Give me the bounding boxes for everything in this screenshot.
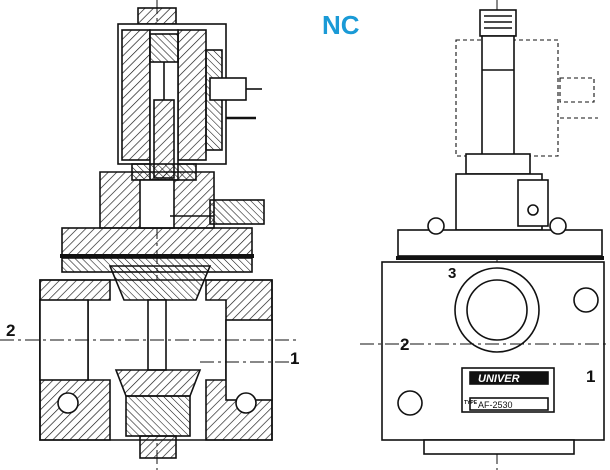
port-label-2-left: 2: [6, 321, 15, 340]
nameplate-model: AF-2530: [478, 400, 513, 410]
exterior-view: [360, 0, 610, 470]
diagram-title: NC: [322, 10, 360, 40]
port-label-1-left: 1: [290, 349, 299, 368]
mount-hole-left-exterior: [397, 390, 423, 416]
sectional-view: [0, 0, 300, 470]
port-label-2-right: 2: [400, 335, 409, 354]
flange-exterior: [397, 229, 603, 257]
lower-seat: [114, 369, 202, 397]
mount-hole-right-exterior: [573, 287, 599, 313]
armature-tube-exterior: [481, 35, 515, 167]
coil-winding-right: [177, 29, 207, 161]
drain-plug: [139, 435, 177, 459]
flange-screw-right: [549, 217, 567, 235]
manual-override: [517, 179, 549, 227]
plug-nut: [149, 33, 179, 63]
mounting-hole-right: [235, 392, 257, 414]
piston: [108, 265, 212, 301]
flange-screw-left: [427, 217, 445, 235]
port-label-1-right: 1: [586, 367, 595, 386]
model-box: [469, 397, 549, 411]
bottom-cap: [125, 395, 191, 437]
bottom-base: [423, 439, 575, 455]
stem: [147, 299, 167, 371]
upper-flange: [61, 227, 253, 257]
mounting-hole-left: [57, 392, 79, 414]
nameplate-brand: UNIVER: [478, 373, 520, 385]
port-label-3: 3: [448, 265, 456, 282]
coil-winding-left: [121, 29, 151, 161]
pilot-chamber: [139, 179, 175, 229]
electrical-connector: [209, 77, 247, 101]
top-nut: [479, 9, 517, 37]
port-1-bore: [225, 319, 273, 401]
connector-phantom: [559, 77, 595, 103]
solenoid-cap: [137, 7, 177, 25]
nameplate-type-label: TYPE: [464, 400, 478, 406]
side-plug: [209, 199, 265, 225]
hex-nut: [465, 153, 531, 175]
override-screw: [527, 204, 539, 216]
brand-band: [469, 371, 549, 385]
port-3-bore: [466, 279, 528, 341]
